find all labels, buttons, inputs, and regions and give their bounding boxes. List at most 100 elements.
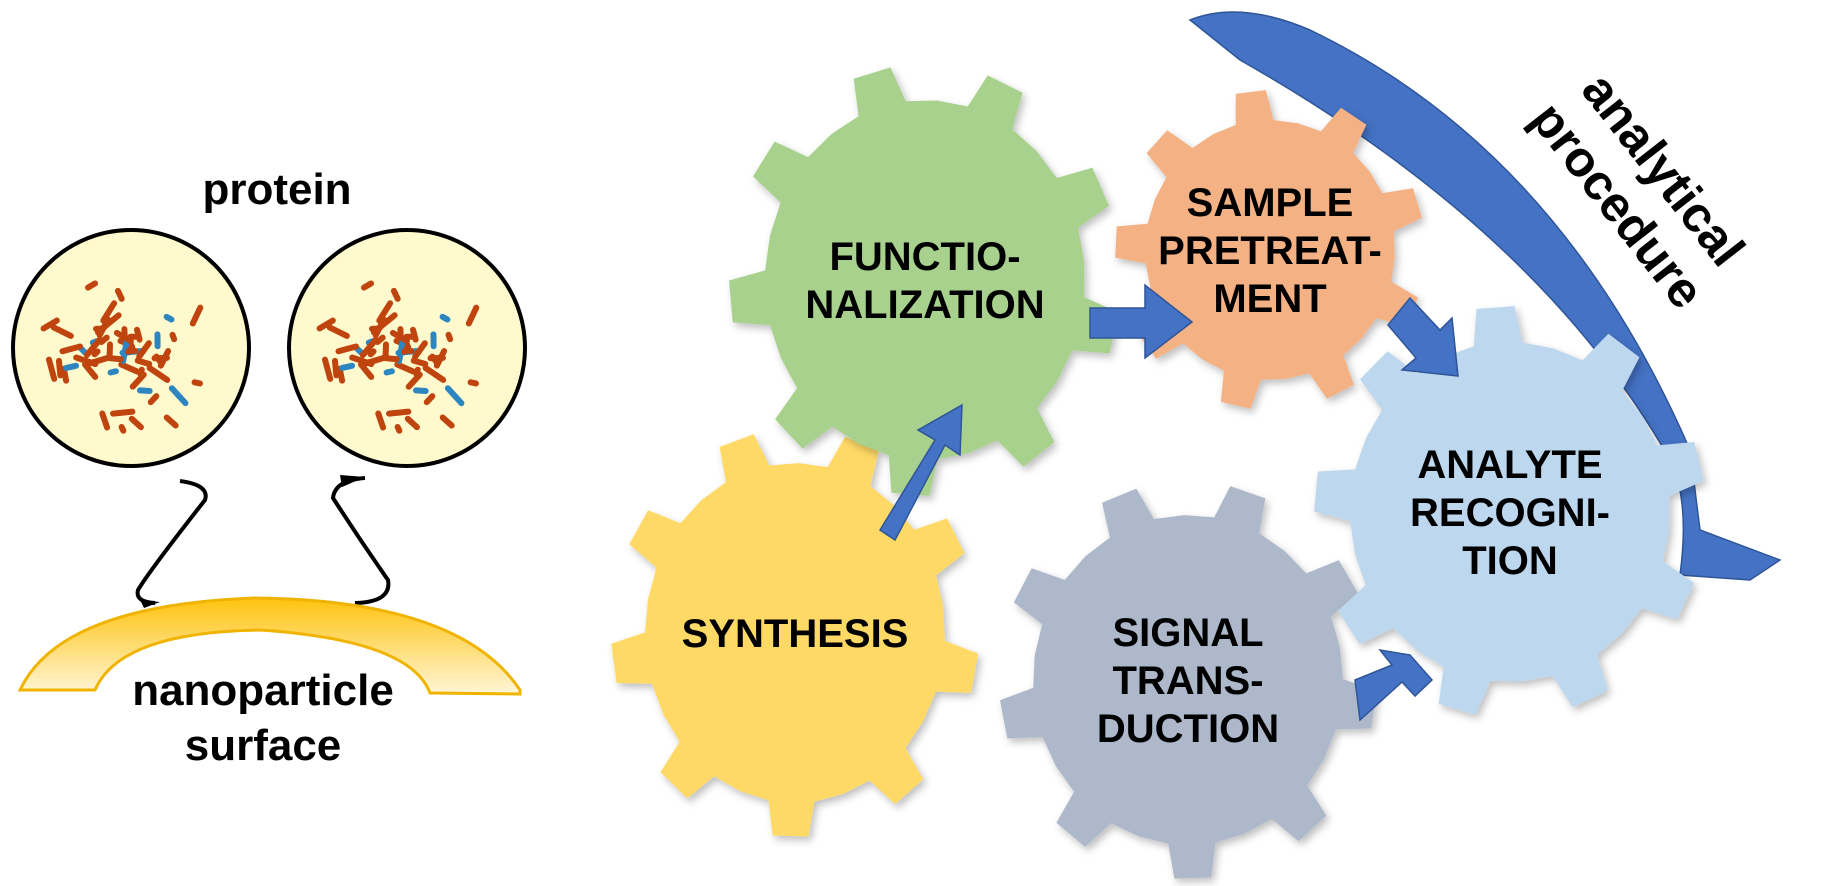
alpha-helix bbox=[382, 341, 389, 359]
alpha-helix bbox=[423, 393, 436, 406]
gear-shape-icon bbox=[729, 67, 1119, 496]
arrow-recognition-to-transduction bbox=[1354, 648, 1434, 722]
alpha-helix bbox=[85, 280, 99, 291]
alpha-helix bbox=[405, 371, 423, 390]
gear-label-line: TRANS- bbox=[1112, 659, 1263, 703]
alpha-helix bbox=[99, 410, 111, 431]
alpha-helix bbox=[427, 354, 446, 362]
alpha-helix bbox=[412, 340, 428, 360]
alpha-helix bbox=[331, 357, 340, 379]
arrow-pretreatment-to-recognition bbox=[1387, 296, 1459, 377]
gear-shape-icon bbox=[1314, 306, 1704, 715]
alpha-helix bbox=[129, 371, 147, 390]
alpha-helix bbox=[326, 324, 350, 339]
alpha-helix bbox=[375, 410, 387, 431]
alpha-helix bbox=[404, 415, 420, 431]
alpha-helix bbox=[465, 304, 480, 327]
alpha-helix bbox=[394, 423, 403, 434]
nanoparticle-surface-arc bbox=[17, 596, 522, 696]
alpha-helix bbox=[40, 317, 60, 332]
gear-functionalization: FUNCTIO-NALIZATION bbox=[729, 67, 1119, 496]
alpha-helix bbox=[189, 304, 204, 327]
gear-label-line: DUCTION bbox=[1097, 707, 1279, 751]
beta-strand bbox=[154, 331, 161, 350]
beta-strand bbox=[413, 387, 429, 394]
alpha-helix bbox=[100, 300, 118, 324]
beta-strand bbox=[383, 368, 395, 376]
alpha-helix bbox=[114, 287, 125, 302]
alpha-helix bbox=[394, 361, 417, 375]
alpha-helix bbox=[422, 365, 447, 383]
gear-label-line: TION bbox=[1462, 539, 1558, 583]
alpha-helix bbox=[106, 341, 113, 359]
alpha-helix bbox=[113, 329, 134, 345]
alpha-helix bbox=[410, 357, 429, 368]
protein-label: protein bbox=[202, 165, 351, 214]
gear-shape-icon bbox=[1115, 90, 1422, 409]
alpha-helix bbox=[118, 423, 127, 434]
alpha-helix bbox=[134, 326, 143, 343]
alpha-helix bbox=[389, 329, 410, 345]
alpha-helix bbox=[118, 361, 141, 375]
alpha-helix bbox=[335, 343, 360, 355]
alpha-helix bbox=[83, 336, 103, 359]
beta-strand bbox=[339, 362, 356, 371]
protein-structure-icon bbox=[316, 280, 480, 434]
alpha-helix bbox=[467, 379, 479, 387]
surface-label-line2: surface bbox=[185, 721, 342, 770]
alpha-helix bbox=[146, 365, 171, 383]
alpha-helix bbox=[376, 300, 394, 324]
beta-strand bbox=[107, 368, 119, 376]
gear-label-line: SAMPLE bbox=[1187, 181, 1354, 225]
tether-end-left bbox=[140, 600, 160, 608]
flow-arrows bbox=[878, 283, 1459, 722]
protein-nanoparticle-panel: protein nanoparticle surface bbox=[11, 165, 527, 770]
alpha-helix bbox=[151, 354, 170, 362]
alpha-helix bbox=[134, 357, 153, 368]
alpha-helix bbox=[401, 345, 411, 355]
alpha-helix bbox=[367, 348, 377, 358]
linker-tether-right bbox=[330, 476, 391, 605]
protein-left bbox=[11, 228, 251, 468]
gear-shape-icon bbox=[1000, 486, 1377, 879]
alpha-helix bbox=[390, 287, 401, 302]
tether-arrowhead-right bbox=[340, 475, 365, 487]
gear-label-line: PRETREAT- bbox=[1158, 229, 1382, 273]
beta-strand bbox=[430, 331, 437, 350]
gear-label-line: NALIZATION bbox=[805, 283, 1044, 327]
alpha-helix bbox=[410, 326, 419, 343]
alpha-helix bbox=[358, 361, 375, 380]
linker-tether-left bbox=[135, 479, 208, 605]
alpha-helix bbox=[128, 415, 144, 431]
alpha-helix bbox=[439, 414, 455, 429]
alpha-helix bbox=[106, 355, 124, 363]
gear-label-line: ANALYTE bbox=[1417, 443, 1602, 487]
alpha-helix bbox=[73, 354, 99, 368]
beta-strand bbox=[168, 385, 189, 407]
procedure-arc-icon bbox=[1188, 11, 1782, 581]
alpha-helix bbox=[136, 340, 152, 360]
arrow-functionalization-to-pretreatment bbox=[1089, 283, 1194, 360]
alpha-helix bbox=[386, 408, 412, 417]
alpha-helix bbox=[91, 348, 101, 358]
alpha-helix bbox=[93, 325, 105, 332]
alpha-helix bbox=[321, 356, 334, 382]
alpha-helix bbox=[361, 280, 375, 291]
gear-label-line: SIGNAL bbox=[1112, 611, 1263, 655]
alpha-helix bbox=[59, 343, 84, 355]
beta-strand bbox=[439, 313, 451, 323]
protein-structure-icon bbox=[40, 280, 204, 434]
alpha-helix bbox=[316, 317, 336, 332]
protein-right bbox=[287, 228, 527, 468]
alpha-helix bbox=[45, 356, 58, 382]
alpha-helix bbox=[191, 379, 203, 387]
beta-strand bbox=[444, 385, 465, 407]
gear-label-line: SYNTHESIS bbox=[682, 612, 909, 656]
alpha-helix bbox=[163, 414, 179, 429]
process-gears: SIGNALTRANS-DUCTIONANALYTERECOGNI-TIONSA… bbox=[611, 67, 1704, 879]
alpha-helix bbox=[147, 393, 160, 406]
